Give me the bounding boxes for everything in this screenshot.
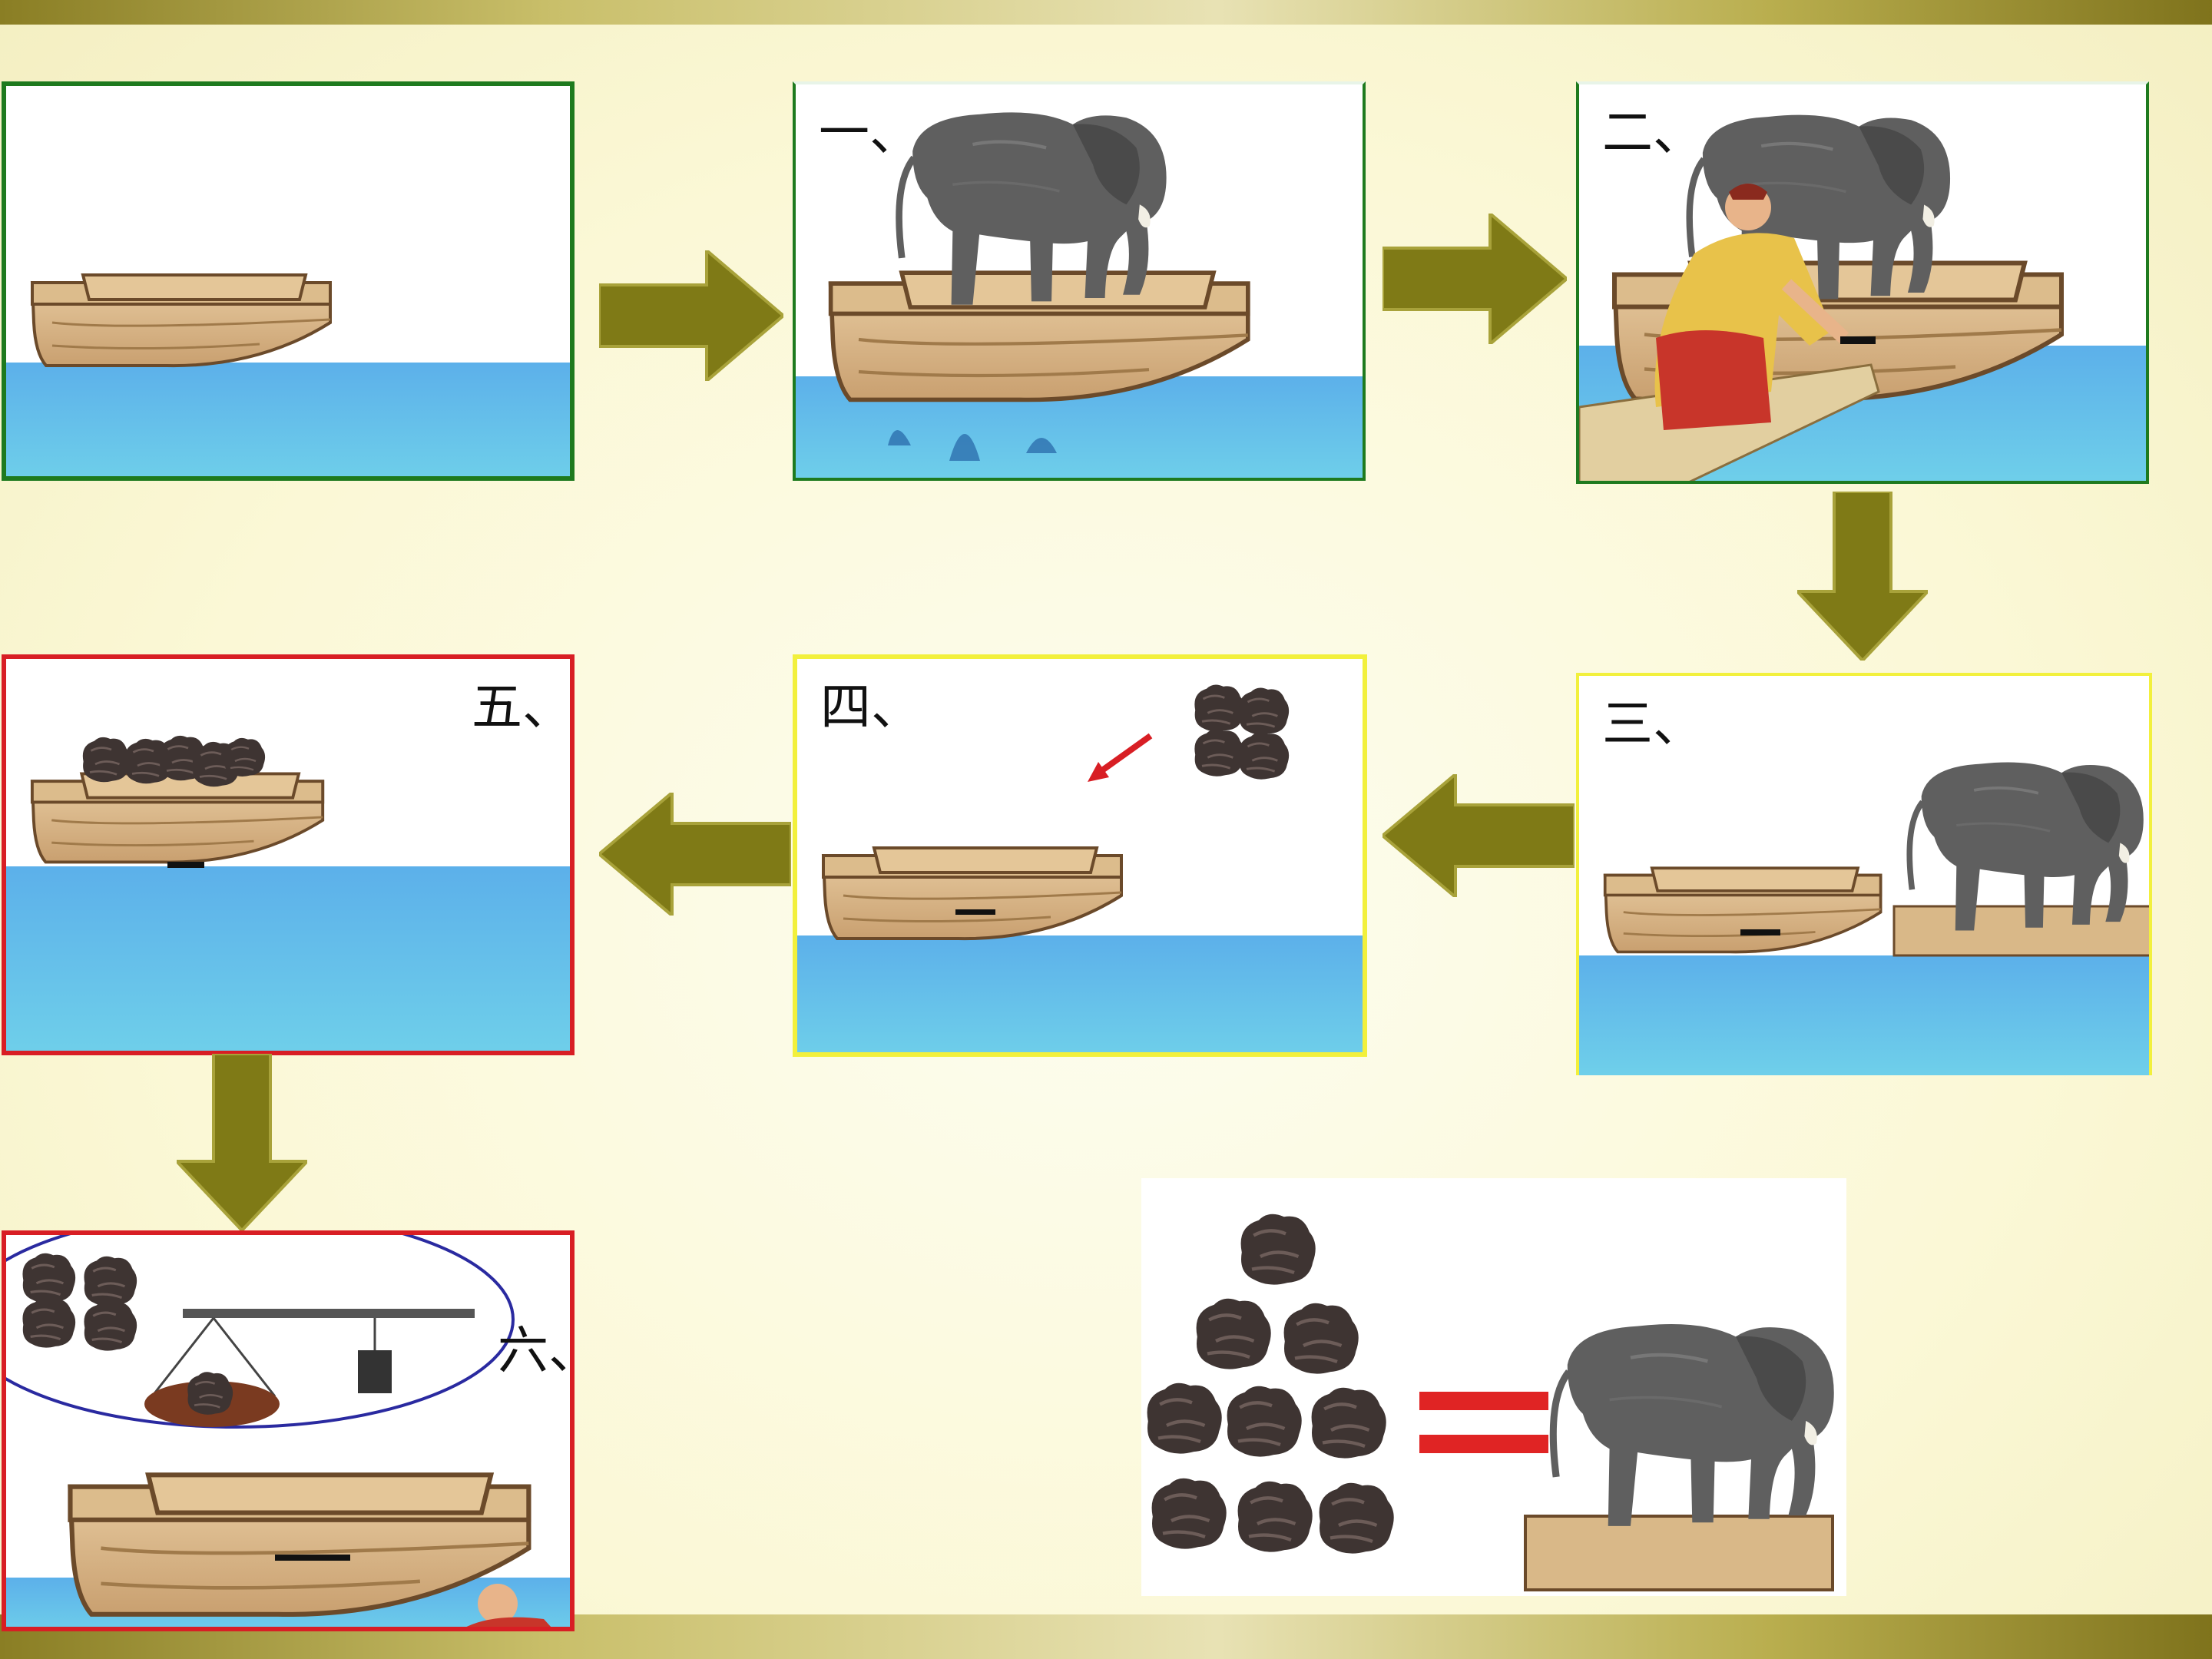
boat-icon <box>1524 1515 1834 1591</box>
waterline-mark-icon <box>955 909 995 915</box>
step-label: 六、 <box>498 1321 570 1380</box>
step-6-panel: 六、 <box>2 1230 575 1631</box>
pier <box>1892 905 2149 957</box>
man-icon <box>466 1584 551 1627</box>
arrow-icon <box>177 1054 307 1230</box>
equals-sign-icon <box>1419 1392 1548 1453</box>
step-5-panel: 五、 <box>2 654 575 1055</box>
step-6-scene <box>6 1235 570 1627</box>
steelyard-icon <box>144 1309 475 1427</box>
stone-pile-icon <box>1147 1214 1394 1554</box>
step-2-scene <box>1579 84 2146 481</box>
step-4-panel: 四、 <box>793 654 1367 1057</box>
elephant-icon <box>1553 1324 1833 1526</box>
step-1-scene <box>796 84 1363 478</box>
equation-panel <box>1141 1178 1846 1596</box>
waterline-mark-icon <box>1740 929 1780 935</box>
step-3-scene <box>1579 676 2149 1075</box>
arrow-icon <box>599 250 783 381</box>
top-decorative-bar <box>0 0 2212 25</box>
stone-pile-icon <box>1193 683 1290 780</box>
step-label: 三、 <box>1602 694 1704 753</box>
step-4-scene <box>797 683 1363 1052</box>
waterline-mark-icon <box>167 862 204 868</box>
arrow-icon <box>1382 774 1575 897</box>
arrow-icon <box>1382 214 1567 344</box>
arrow-icon <box>1797 492 1928 661</box>
boat-icon <box>822 846 1123 941</box>
water <box>797 935 1363 1052</box>
waterline-mark-icon <box>1840 336 1876 344</box>
step-2-panel: 二、 <box>1576 81 2149 484</box>
water <box>1579 955 2149 1075</box>
highlight-ellipse <box>6 1235 515 1429</box>
step-label: 四、 <box>820 677 922 737</box>
step-0-panel <box>2 81 575 481</box>
step-label: 二、 <box>1602 103 1704 162</box>
boat-icon <box>1603 866 1883 954</box>
step-0-scene <box>6 273 570 476</box>
step-label: 一、 <box>819 103 920 162</box>
red-arrow-icon <box>1094 733 1153 777</box>
equation-scene <box>1141 1178 1846 1591</box>
boat-icon <box>32 773 323 862</box>
water <box>6 866 570 1051</box>
step-5-scene <box>6 734 570 1051</box>
boat-icon <box>31 273 332 368</box>
waterline-mark-icon <box>275 1555 350 1561</box>
stone-pile-icon <box>21 1251 138 1352</box>
step-label: 五、 <box>472 677 573 737</box>
step-1-panel: 一、 <box>793 81 1366 481</box>
arrow-icon <box>599 793 791 916</box>
man-icon <box>1654 184 1876 430</box>
water <box>6 363 570 476</box>
step-3-panel: 三、 <box>1576 673 2152 1075</box>
